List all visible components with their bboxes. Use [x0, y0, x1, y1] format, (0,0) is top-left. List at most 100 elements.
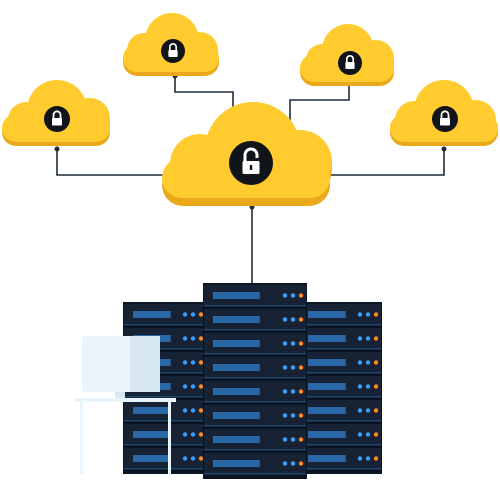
drive-slot — [213, 388, 260, 395]
drive-slot — [308, 311, 346, 318]
workstation — [74, 336, 176, 474]
status-led-blue — [190, 312, 196, 317]
server-unit-edge — [124, 372, 206, 374]
status-led-blue — [182, 456, 188, 461]
status-led-blue — [357, 384, 363, 389]
status-led-blue — [365, 456, 371, 461]
drive-slot — [308, 359, 346, 366]
status-led-blue — [290, 317, 296, 322]
server-unit — [299, 424, 381, 446]
status-led-blue — [182, 336, 188, 341]
drive-slot — [213, 316, 260, 323]
server-rack-center-rack — [203, 283, 307, 479]
status-led-blue — [357, 408, 363, 413]
lock-icon — [161, 39, 185, 63]
connector-node — [54, 146, 60, 152]
server-unit — [299, 376, 381, 398]
drive-slot — [213, 292, 260, 299]
status-led-blue — [365, 360, 371, 365]
status-led-blue — [290, 413, 296, 418]
server-unit-edge — [299, 372, 381, 374]
server-unit — [204, 429, 306, 451]
server-unit-edge — [124, 324, 206, 326]
status-led-orange — [298, 389, 304, 394]
server-unit — [124, 424, 206, 446]
server-unit — [124, 448, 206, 470]
drive-slot — [133, 407, 171, 414]
drive-slot — [308, 383, 346, 390]
status-led-blue — [190, 336, 196, 341]
status-led-blue — [282, 437, 288, 442]
server-unit-edge — [204, 449, 306, 451]
drive-slot — [133, 455, 171, 462]
cloud-top-left — [123, 13, 219, 76]
status-led-blue — [282, 365, 288, 370]
status-led-blue — [365, 384, 371, 389]
status-led-orange — [373, 408, 379, 413]
lock-icon — [432, 106, 458, 132]
drive-slot — [308, 455, 346, 462]
drive-slot — [308, 407, 346, 414]
server-unit-edge — [299, 420, 381, 422]
status-led-orange — [373, 312, 379, 317]
server-rack-right-rack — [298, 302, 382, 474]
status-led-blue — [182, 432, 188, 437]
drive-slot — [213, 340, 260, 347]
server-unit-edge — [204, 305, 306, 307]
server-unit-edge — [124, 420, 206, 422]
drive-slot — [308, 335, 346, 342]
status-led-orange — [198, 360, 204, 365]
status-led-blue — [282, 341, 288, 346]
status-led-blue — [282, 413, 288, 418]
status-led-blue — [190, 360, 196, 365]
status-led-blue — [290, 389, 296, 394]
status-led-blue — [290, 293, 296, 298]
server-unit — [204, 405, 306, 427]
status-led-orange — [298, 365, 304, 370]
lock-icon — [44, 106, 70, 132]
status-led-blue — [282, 317, 288, 322]
server-unit-edge — [299, 324, 381, 326]
status-led-blue — [190, 456, 196, 461]
status-led-orange — [373, 456, 379, 461]
computer-monitor-icon — [82, 336, 160, 398]
drive-slot — [213, 436, 260, 443]
cloud-right — [390, 80, 498, 146]
status-led-orange — [198, 432, 204, 437]
cloud-left — [2, 80, 110, 146]
status-led-blue — [282, 389, 288, 394]
drive-slot — [213, 460, 260, 467]
connector-right — [330, 150, 445, 176]
status-led-blue — [290, 437, 296, 442]
status-led-blue — [357, 432, 363, 437]
status-led-orange — [298, 293, 304, 298]
server-unit-edge — [204, 473, 306, 475]
status-led-blue — [282, 293, 288, 298]
drive-slot — [308, 431, 346, 438]
status-led-blue — [290, 461, 296, 466]
server-unit — [299, 328, 381, 350]
status-led-orange — [373, 336, 379, 341]
server-unit — [204, 333, 306, 355]
desk — [74, 398, 176, 474]
status-led-orange — [373, 360, 379, 365]
server-unit-edge — [204, 353, 306, 355]
status-led-orange — [198, 312, 204, 317]
status-led-blue — [290, 341, 296, 346]
status-led-blue — [365, 336, 371, 341]
status-led-blue — [365, 408, 371, 413]
status-led-orange — [373, 384, 379, 389]
status-led-orange — [373, 432, 379, 437]
server-unit — [299, 304, 381, 326]
drive-slot — [213, 412, 260, 419]
status-led-blue — [365, 312, 371, 317]
status-led-orange — [298, 341, 304, 346]
status-led-blue — [357, 312, 363, 317]
server-unit — [124, 304, 206, 326]
drive-slot — [133, 431, 171, 438]
cloud-central — [162, 102, 332, 206]
status-led-blue — [290, 365, 296, 370]
server-unit — [204, 285, 306, 307]
drive-slot — [213, 364, 260, 371]
status-led-orange — [298, 317, 304, 322]
